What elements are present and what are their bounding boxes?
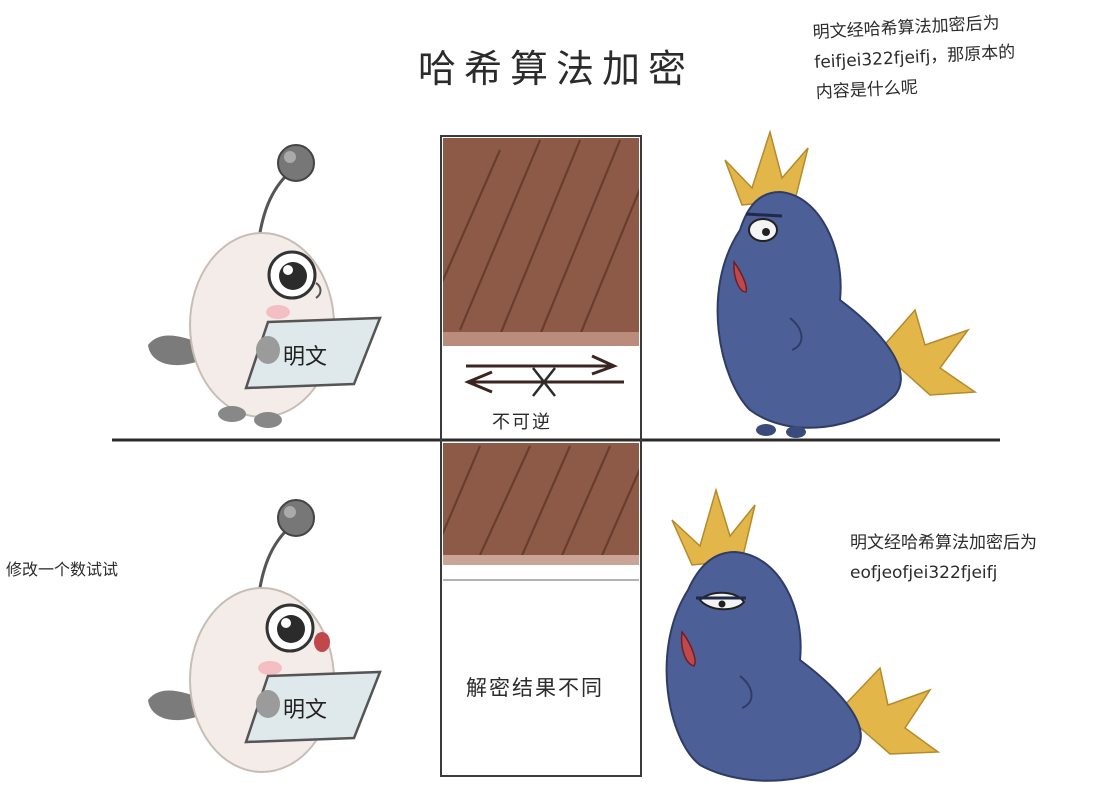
left-note: 修改一个数试试 — [6, 560, 119, 579]
top-hash-block — [443, 138, 639, 346]
top-character — [148, 144, 382, 428]
bottom-hash-block — [443, 443, 639, 581]
irreversible-arrows — [464, 354, 624, 394]
result-differs-label: 解密结果不同 — [466, 676, 604, 700]
diagram-title: 哈希算法加密 — [418, 47, 695, 91]
bottom-note-line-2: eofjeofjei322fjeifj — [850, 563, 998, 583]
bottom-note-line-1: 明文经哈希算法加密后为 — [850, 533, 1037, 553]
bottom-right-note: 明文经哈希算法加密后为 eofjeofjei322fjeifj — [850, 528, 1037, 588]
top-right-note: 明文经哈希算法加密后为 feifjei322fjeifj，那原本的 内容是什么呢 — [812, 4, 1086, 108]
irreversible-label: 不可逆 — [492, 412, 552, 433]
bottom-tablet-label: 明文 — [283, 698, 328, 723]
top-bird — [716, 129, 978, 438]
cross-mark — [532, 367, 556, 397]
top-tablet-label: 明文 — [283, 345, 328, 370]
bottom-bird — [665, 487, 941, 782]
hash-column — [440, 135, 642, 777]
bottom-character — [148, 499, 382, 773]
